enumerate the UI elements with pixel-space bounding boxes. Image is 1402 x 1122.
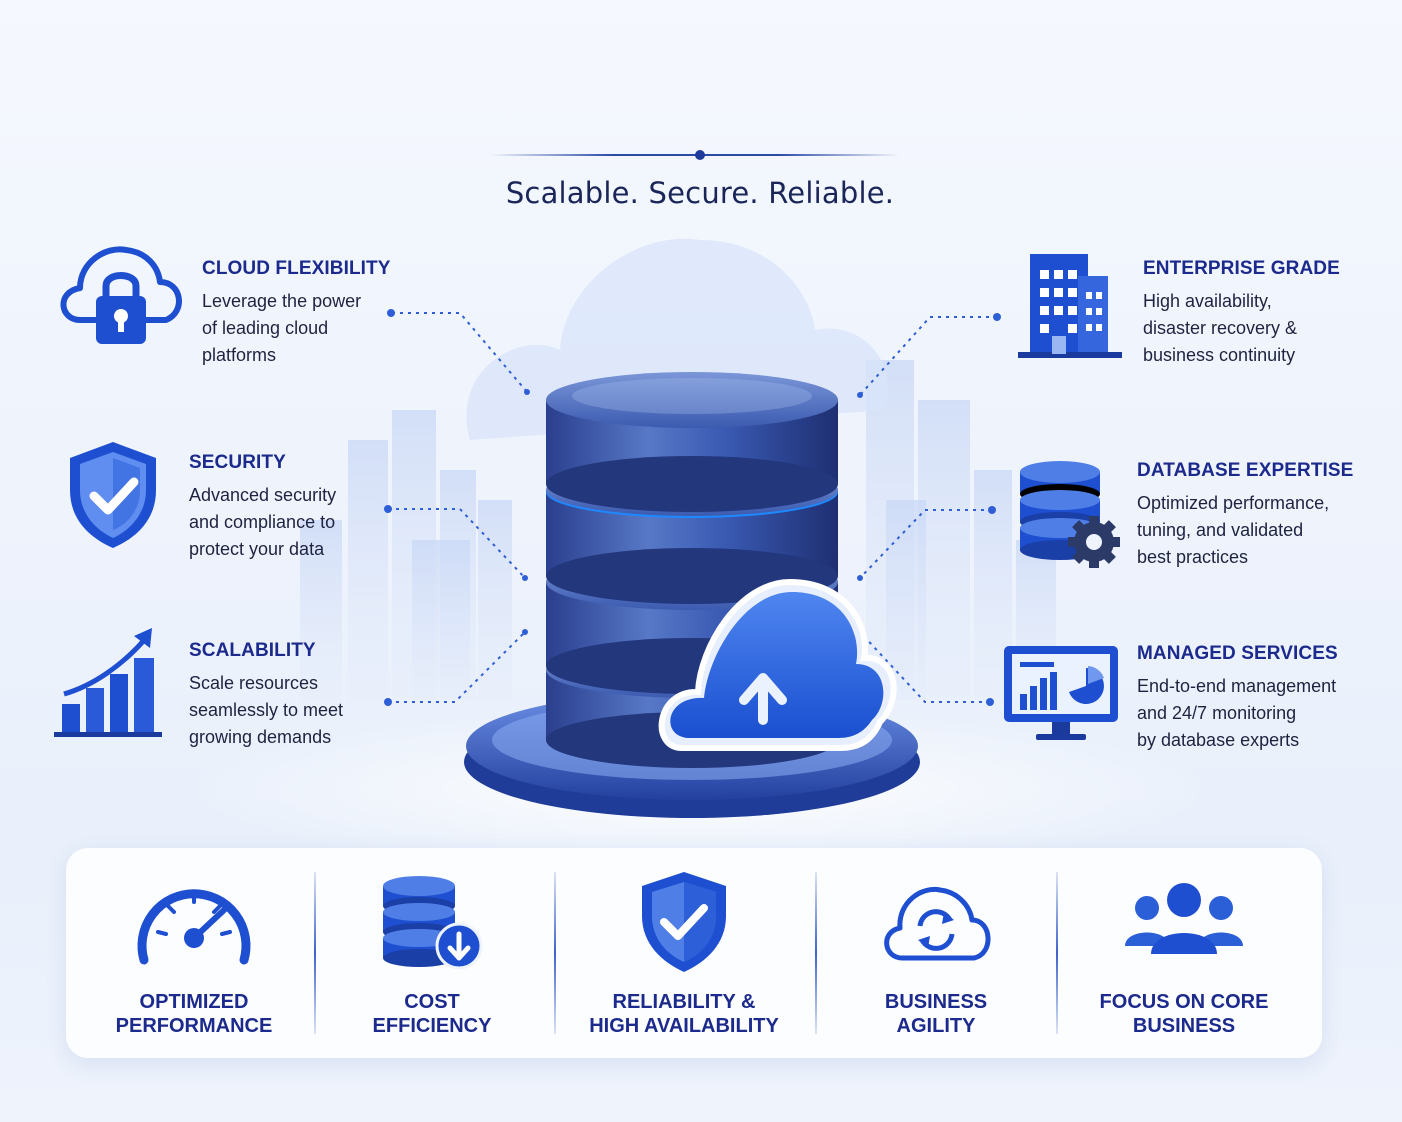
benefit-label-line: PERFORMANCE	[115, 1015, 273, 1037]
feature-desc-line: Optimized performance,	[1137, 493, 1330, 513]
benefit-optimized-performance: OPTIMIZED PERFORMANCE	[74, 868, 314, 1038]
feature-desc-line: End-to-end management	[1137, 676, 1337, 696]
team-icon	[1125, 883, 1243, 954]
feature-managed-services: MANAGED SERVICES End-to-end management a…	[1137, 643, 1377, 754]
feature-database-expertise: DATABASE EXPERTISE Optimized performance…	[1137, 460, 1377, 571]
feature-scalability: SCALABILITY Scale resources seamlessly t…	[189, 640, 409, 751]
benefit-label-line: BUSINESS	[1132, 1015, 1236, 1037]
feature-title: ENTERPRISE GRADE	[1143, 258, 1340, 279]
benefit-label-line: AGILITY	[896, 1015, 976, 1037]
feature-desc-line: seamlessly to meet	[189, 700, 344, 720]
monitor-dashboard-icon	[1004, 646, 1118, 740]
office-building-icon	[1018, 254, 1122, 358]
benefit-cost-efficiency: COST EFFICIENCY	[312, 868, 552, 1038]
feature-title: CLOUD FLEXIBILITY	[202, 258, 391, 279]
feature-desc-line: Advanced security	[189, 485, 337, 505]
benefit-label-line: OPTIMIZED	[139, 991, 249, 1013]
feature-desc-line: and 24/7 monitoring	[1137, 703, 1297, 723]
feature-enterprise-grade: ENTERPRISE GRADE High availability, disa…	[1143, 258, 1373, 369]
cloud-lock-icon	[60, 246, 182, 344]
feature-desc-line: High availability,	[1143, 291, 1272, 311]
feature-desc-line: and compliance to	[189, 512, 336, 532]
divider	[314, 872, 316, 1034]
feature-title: SCALABILITY	[189, 640, 316, 661]
feature-desc-line: platforms	[202, 345, 277, 365]
feature-cloud-flexibility: CLOUD FLEXIBILITY Leverage the power of …	[202, 258, 422, 369]
benefit-reliability: RELIABILITY & HIGH AVAILABILITY	[564, 868, 804, 1038]
speedometer-icon	[137, 889, 251, 965]
feature-desc-line: best practices	[1137, 547, 1249, 567]
feature-desc-line: growing demands	[189, 727, 332, 747]
benefit-label-line: EFFICIENCY	[372, 1015, 492, 1037]
cloud-sync-icon	[884, 886, 991, 961]
benefit-focus-core-business: FOCUS ON CORE BUSINESS	[1064, 868, 1304, 1038]
feature-desc-line: protect your data	[189, 539, 325, 559]
tagline-dot	[695, 150, 705, 160]
database-cloud-illustration	[464, 372, 920, 818]
feature-desc-line: business continuity	[1143, 345, 1296, 365]
feature-desc-line: disaster recovery &	[1143, 318, 1298, 338]
divider	[1056, 872, 1058, 1034]
benefit-business-agility: BUSINESS AGILITY	[816, 868, 1056, 1038]
divider	[815, 872, 817, 1034]
growth-chart-icon	[54, 628, 162, 737]
feature-desc-line: Scale resources	[189, 673, 319, 693]
benefit-label-line: FOCUS ON CORE	[1099, 991, 1269, 1013]
feature-desc-line: of leading cloud	[202, 318, 329, 338]
feature-desc-line: Leverage the power	[202, 291, 362, 311]
benefit-label-line: RELIABILITY &	[612, 991, 756, 1013]
divider	[554, 872, 556, 1034]
benefit-label-line: HIGH AVAILABILITY	[589, 1015, 779, 1037]
feature-title: MANAGED SERVICES	[1137, 643, 1338, 664]
shield-check-icon	[642, 872, 726, 972]
database-download-icon	[383, 876, 483, 970]
feature-title: DATABASE EXPERTISE	[1137, 460, 1354, 481]
feature-desc-line: tuning, and validated	[1137, 520, 1304, 540]
benefit-label-line: COST	[404, 991, 460, 1013]
database-gear-icon	[1020, 461, 1120, 568]
shield-check-icon	[70, 442, 156, 548]
tagline: Scalable. Secure. Reliable.	[505, 176, 895, 210]
feature-title: SECURITY	[189, 452, 286, 473]
feature-security: SECURITY Advanced security and complianc…	[189, 452, 409, 563]
feature-desc-line: by database experts	[1137, 730, 1300, 750]
benefit-label-line: BUSINESS	[884, 991, 988, 1013]
